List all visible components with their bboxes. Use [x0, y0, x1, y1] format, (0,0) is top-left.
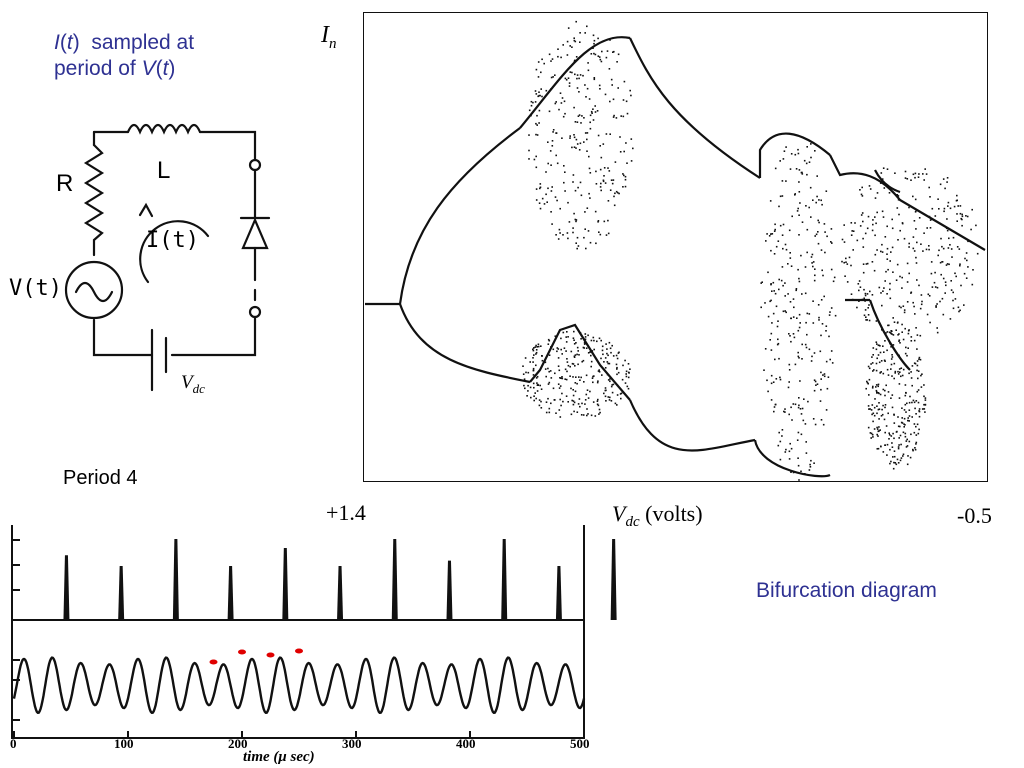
battery: [150, 328, 168, 392]
label-vdc: Vdc: [181, 372, 205, 396]
spike: [555, 566, 562, 620]
caption-line-2: period of V(t): [54, 57, 176, 80]
spike: [172, 539, 179, 620]
x-tick-label: 500: [570, 736, 590, 751]
label-L: L: [157, 157, 171, 184]
peak-marker: [266, 652, 275, 658]
bifurcation-caption: Bifurcation diagram: [756, 579, 937, 602]
x-tick-label: 0: [10, 736, 17, 751]
spike: [118, 566, 125, 620]
bif-x-axis-label: Vdc (volts): [612, 501, 703, 531]
bif-x-right-label: -0.5: [957, 503, 992, 528]
x-tick-label: 200: [228, 736, 248, 751]
label-R: R: [56, 170, 74, 197]
x-tick-label: 400: [456, 736, 476, 751]
peak-marker: [295, 648, 303, 654]
x-tick-label: 100: [114, 736, 134, 751]
spike: [227, 566, 234, 620]
diode: [239, 216, 271, 250]
spike: [337, 566, 344, 620]
oscillation-trace: [12, 656, 586, 715]
spike: [446, 560, 453, 620]
peak-marker: [209, 659, 218, 665]
timeseries-x-label: time (μ sec): [243, 749, 315, 765]
x-tick-label: 300: [342, 736, 362, 751]
ac-source: [64, 260, 124, 320]
peak-marker: [238, 649, 246, 655]
sampling-caption: I(t) sampled at period of V(t): [54, 30, 194, 82]
resistor: [83, 143, 105, 257]
label-source: V(t): [9, 276, 62, 301]
bif-x-left-label: +1.4: [326, 500, 366, 525]
spike: [282, 548, 289, 620]
spike: [391, 539, 398, 620]
timeseries-title: Period 4: [63, 467, 138, 489]
bif-y-label: In: [321, 22, 337, 52]
timeseries-frame: [11, 525, 585, 739]
label-current: I(t): [146, 228, 199, 253]
spike: [501, 539, 508, 620]
bifurcation-frame: [363, 12, 988, 482]
inductor: [126, 123, 202, 135]
spike: [610, 539, 617, 620]
spike: [63, 555, 70, 620]
caption-line-1: I(t) sampled at: [54, 31, 195, 54]
